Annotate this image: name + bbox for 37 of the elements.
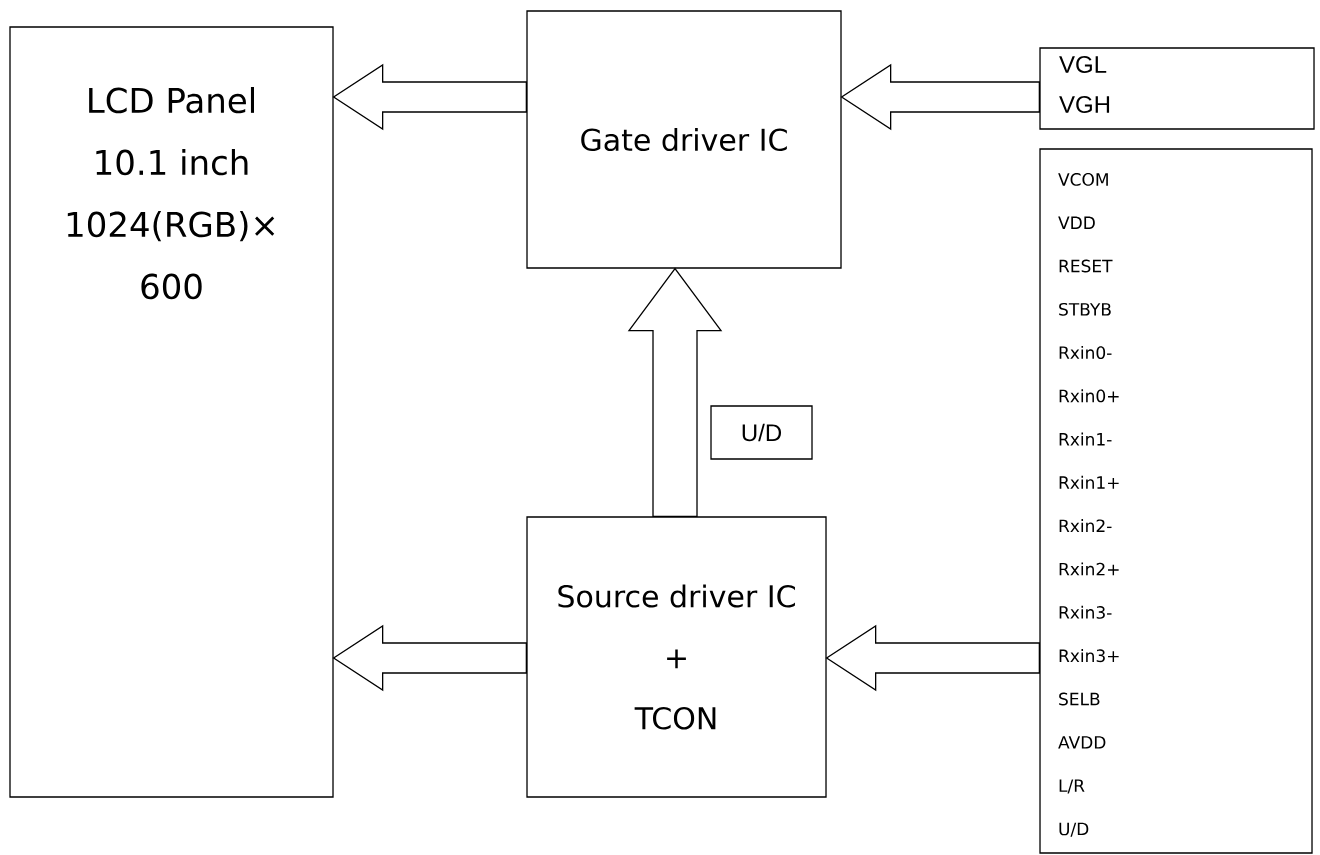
signal-name: STBYB xyxy=(1059,302,1111,316)
signal-name: U/D xyxy=(742,423,782,442)
driver-label: Source driver IC xyxy=(558,584,795,608)
signal-name: VCOM xyxy=(1058,173,1108,186)
signal-name: Rxin1- xyxy=(1059,432,1112,446)
signal-name: Rxin3- xyxy=(1059,605,1112,619)
signal-name: VGL xyxy=(1059,56,1107,73)
driver-box xyxy=(526,516,827,798)
block-arrow xyxy=(825,624,1040,692)
signal-name: VDD xyxy=(1058,216,1095,229)
driver-label: Gate driver IC xyxy=(581,127,787,152)
signal-box xyxy=(710,405,813,460)
signal-name: Rxin0+ xyxy=(1059,389,1119,403)
driver-box xyxy=(526,10,842,269)
driver-label: + xyxy=(667,649,686,669)
panel-label: LCD Panel xyxy=(89,87,254,114)
driver-label: TCON xyxy=(634,706,716,730)
panel-label: 10.1 inch xyxy=(96,149,248,176)
signal-name: Rxin2+ xyxy=(1059,562,1119,576)
signal-name: RESET xyxy=(1059,259,1113,273)
signal-name: Rxin1+ xyxy=(1059,475,1119,489)
signal-name: U/D xyxy=(1059,822,1089,837)
panel-box xyxy=(9,26,334,798)
signal-box xyxy=(1039,47,1315,130)
signal-name: AVDD xyxy=(1058,736,1106,749)
signal-name: L/R xyxy=(1059,779,1085,794)
signal-name: VGH xyxy=(1059,96,1110,113)
pin-list-box xyxy=(1039,148,1313,854)
block-arrow xyxy=(840,63,1040,131)
block-arrow xyxy=(627,267,723,517)
signal-name: SELB xyxy=(1059,692,1100,706)
block-arrow xyxy=(332,63,527,131)
signal-name: Rxin3+ xyxy=(1059,649,1119,663)
panel-label: 1024(RGB)× 600 xyxy=(67,211,275,300)
signal-name: Rxin2- xyxy=(1059,519,1112,532)
signal-name: Rxin0- xyxy=(1059,345,1112,360)
block-arrow xyxy=(332,624,527,692)
